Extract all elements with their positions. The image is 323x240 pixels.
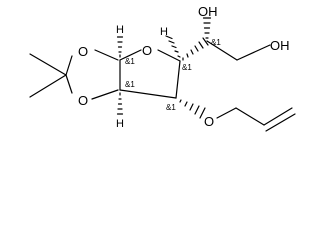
stereo-label-c4: &1: [182, 63, 192, 72]
bond-o1-c1: [94, 49, 119, 61]
stereo-label-c3: &1: [166, 103, 176, 112]
hash-bond-c4-c5: [182, 37, 209, 61]
hash-bond-h3: [165, 35, 181, 58]
hash-bond-h1: [116, 36, 124, 58]
hash-bond-h2: [116, 92, 124, 115]
atom-o1: O: [78, 44, 88, 59]
atom-h2: H: [116, 118, 124, 130]
bond-cq-o2: [65, 74, 73, 94]
bond-o4-ch2: [216, 107, 237, 119]
atom-o4: O: [204, 114, 214, 129]
atom-h3: H: [160, 26, 168, 38]
stereo-label-c2: &1: [125, 80, 135, 89]
atom-o2: O: [78, 93, 88, 108]
bond-c5-c6: [206, 40, 238, 61]
bond-o3-c4: [157, 49, 181, 62]
bond-c3-c2: [119, 89, 177, 99]
atom-h1: H: [116, 24, 124, 36]
hash-bond-c5-oh: [202, 17, 212, 39]
atom-oh1: OH: [198, 4, 218, 19]
atom-o3: O: [142, 43, 152, 58]
bond-methyl-down: [29, 74, 67, 98]
bond-cq-o1: [65, 55, 73, 76]
bond-c6-oh: [236, 44, 271, 61]
stereo-label-c5: &1: [211, 38, 221, 47]
hash-bond-c3-o4: [179, 99, 206, 119]
structure-canvas: O O O O OH OH H H H &1 &1 &1 &1 &1: [29, 4, 296, 132]
atom-oh2: OH: [270, 38, 290, 53]
bond-methyl-up: [29, 53, 67, 76]
bond-ch-ch2-double-a: [263, 107, 293, 126]
molecule-diagram: O O O O OH OH H H H &1 &1 &1 &1 &1: [29, 4, 296, 132]
bond-o2-c2: [91, 89, 119, 100]
bond-c1-o3: [119, 49, 142, 61]
stereo-label-c1: &1: [125, 57, 135, 66]
bond-ch2-ch: [235, 107, 265, 126]
bond-c4-c3: [175, 60, 181, 99]
bond-ch-ch2-double-b: [265, 113, 296, 132]
